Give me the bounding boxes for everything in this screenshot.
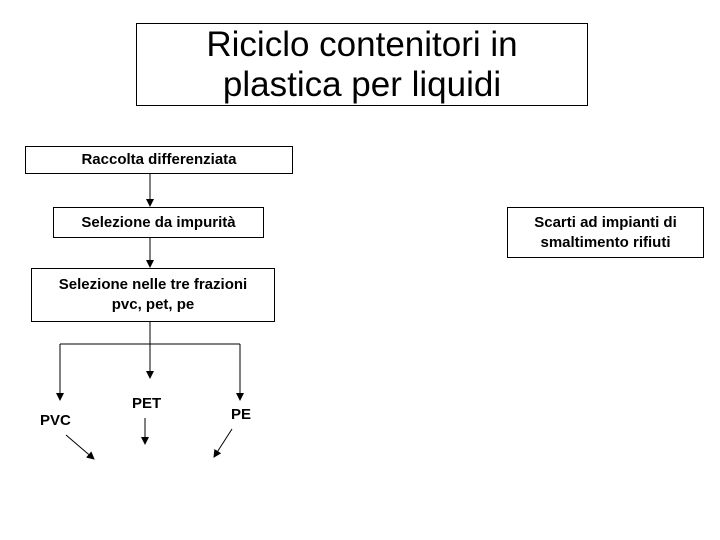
label-pe: PE (231, 406, 252, 423)
node-raccolta-label: Raccolta differenziata (81, 151, 237, 168)
node-raccolta-differenziata: Raccolta differenziata (25, 146, 293, 174)
node-selezione-impurita-label: Selezione da impurità (81, 213, 236, 231)
label-pet: PET (132, 395, 162, 412)
node-scarti-line-1: Scarti ad impianti di (534, 213, 677, 231)
node-selezione-frazioni-line-2: pvc, pet, pe (111, 296, 195, 313)
label-pvc: PVC (40, 412, 71, 429)
diagram-title: Riciclo contenitori in plastica per liqu… (206, 25, 517, 105)
node-scarti: Scarti ad impianti di smaltimento rifiut… (507, 207, 704, 258)
title-line-1: Riciclo contenitori in (206, 24, 518, 64)
diagram-title-box: Riciclo contenitori in plastica per liqu… (136, 23, 588, 106)
arrow-pe-down (213, 428, 233, 458)
title-line-2: plastica per liquidi (222, 64, 502, 104)
node-selezione-impurita: Selezione da impurità (53, 207, 264, 238)
node-selezione-frazioni: Selezione nelle tre frazioni pvc, pet, p… (31, 268, 275, 322)
node-scarti-line-2: smaltimento rifiuti (540, 233, 671, 251)
arrow-pvc-down (65, 434, 95, 460)
node-selezione-frazioni-line-1: Selezione nelle tre frazioni (58, 276, 248, 293)
